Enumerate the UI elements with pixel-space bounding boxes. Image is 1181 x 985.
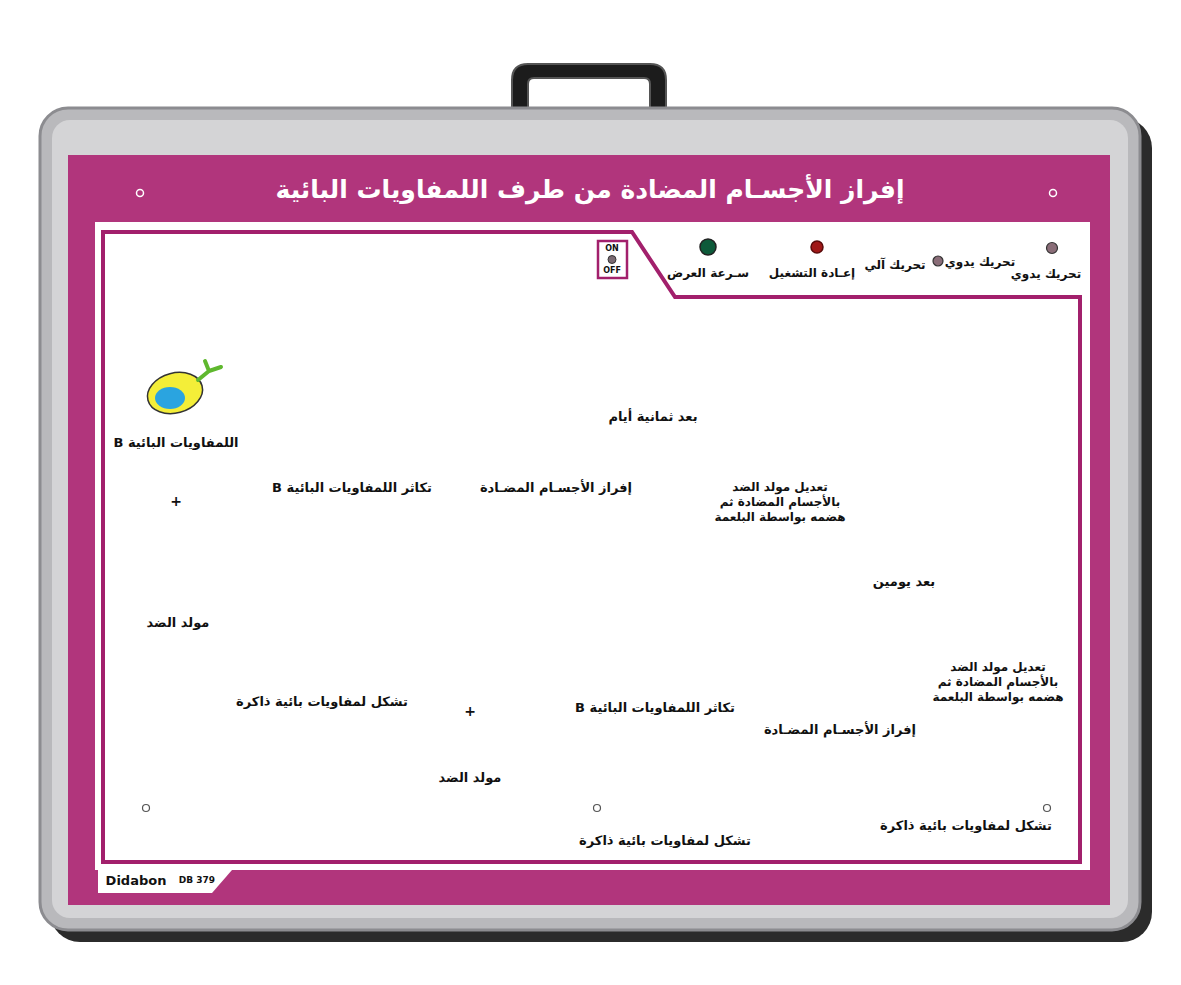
magenta-panel	[68, 155, 1110, 905]
step-label: اللمفاويات البائية B	[113, 435, 238, 451]
screw-hole	[1044, 805, 1051, 812]
step-label: تشكل لمفاويات بائية ذاكرة	[236, 694, 408, 710]
control-label: تحريك يدوي	[945, 255, 1015, 270]
time-label: بعد يومين	[873, 574, 935, 590]
panel-outline	[103, 232, 1080, 862]
step-label: تشكل لمفاويات بائية ذاكرة	[579, 833, 751, 849]
step-label: تعديل مولد الضد بالأجسام المضادة ثم هضمه…	[926, 660, 1071, 705]
control-label: تحريك آلي	[864, 258, 925, 273]
step-label: إفراز الأجسـام المضـادة	[480, 480, 632, 496]
screw-hole	[594, 805, 601, 812]
screw-hole	[137, 190, 144, 197]
case-frame	[40, 108, 1140, 930]
switch-box	[598, 241, 627, 278]
push-button	[1047, 243, 1058, 254]
b-cell-nucleus	[155, 387, 185, 409]
control-label: تحريك يدوي	[1011, 267, 1081, 282]
step-label: تعديل مولد الضد بالأجسام المضادة ثم هضمه…	[708, 480, 853, 525]
speed-knob	[700, 239, 716, 255]
step-label: تكاثر اللمفاويات البائية B	[272, 480, 432, 496]
switch-label: ON	[605, 244, 619, 254]
control-label: إعـادة التشغيل	[769, 266, 855, 281]
screw-hole	[1050, 190, 1057, 197]
step-label: إفراز الأجسـام المضـادة	[764, 722, 916, 738]
time-label: بعد ثمانية أيام	[608, 409, 697, 425]
plus-sign: +	[170, 493, 182, 511]
model-number: DB 379	[179, 875, 215, 886]
b-cell	[143, 366, 207, 419]
brand-name: Didabon	[106, 873, 167, 889]
case-inner-frame	[52, 120, 1128, 918]
antibody-receptor	[198, 361, 221, 380]
brand-strip	[98, 870, 232, 893]
panel-title: إفراز الأجسـام المضادة من طرف اللمفاويات…	[275, 174, 904, 205]
step-label: تكاثر اللمفاويات البائية B	[575, 700, 735, 716]
case-shadow	[50, 118, 1152, 942]
switch-label: OFF	[603, 266, 621, 276]
step-label: مولد الضد	[147, 615, 210, 631]
step-label: تشكل لمفاويات بائية ذاكرة	[880, 818, 1052, 834]
screw-hole	[143, 805, 150, 812]
control-label: سـرعة العرض	[667, 266, 749, 281]
plus-sign: +	[464, 703, 476, 721]
step-label: مولد الضد	[439, 770, 502, 786]
switch-lever	[608, 256, 616, 264]
push-button	[933, 256, 943, 266]
white-panel	[95, 222, 1090, 870]
reset-button	[811, 241, 823, 253]
